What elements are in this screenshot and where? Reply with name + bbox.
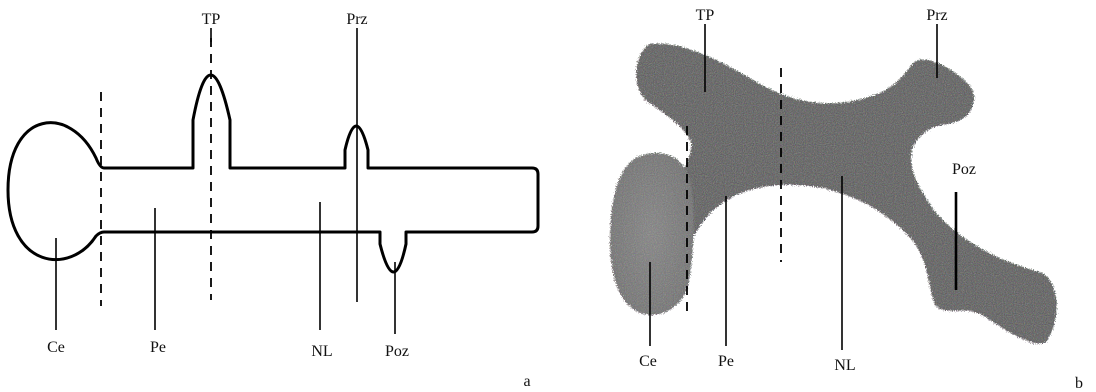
label-poz-a: Poz [385, 343, 409, 360]
schematic-outline [8, 75, 538, 272]
label-tp-a: TP [202, 11, 221, 28]
label-poz-b: Poz [952, 161, 976, 178]
panel-letter-a: a [523, 373, 530, 390]
panel-b-specimen: TP Prz Poz Ce Pe NL b [610, 7, 1083, 392]
label-nl-b: NL [834, 357, 855, 374]
label-ce-b: Ce [639, 353, 657, 370]
label-prz-a: Prz [346, 11, 367, 28]
panel-letter-b: b [1075, 375, 1083, 392]
specimen-silhouette [636, 43, 1057, 343]
label-pe-a: Pe [150, 339, 166, 356]
label-ce-a: Ce [47, 339, 65, 356]
label-pe-b: Pe [718, 353, 734, 370]
specimen-centrum [610, 153, 694, 315]
panel-a-diagram: TP Prz Ce Pe NL Poz a [8, 11, 538, 390]
label-nl-a: NL [311, 343, 332, 360]
label-prz-b: Prz [926, 7, 947, 24]
label-tp-b: TP [696, 7, 715, 24]
